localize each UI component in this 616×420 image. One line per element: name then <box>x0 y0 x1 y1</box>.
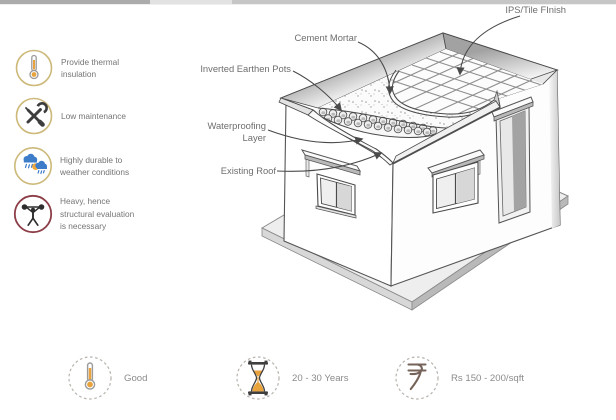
door <box>491 96 534 224</box>
arrow-cement <box>357 41 394 95</box>
benefit-text: Provide thermal insulation <box>61 56 119 81</box>
top-bar-segment <box>0 0 150 4</box>
hourglass-icon <box>236 356 280 400</box>
diagram-labels: IPS/Tile FInish Cement Mortar Inverted E… <box>200 4 566 176</box>
arrow-pots <box>292 70 342 112</box>
benefit-text: Highly durable to weather conditions <box>60 154 129 179</box>
thermometer-icon <box>68 356 112 400</box>
wall-corner-shade <box>549 70 560 229</box>
stat-lifespan: 20 - 30 Years <box>235 355 349 401</box>
benefit-line: Highly durable to <box>60 154 123 165</box>
label-ips-tile-finish: IPS/Tile FInish <box>505 4 566 15</box>
left-window <box>300 149 362 219</box>
benefit-line: Provide thermal <box>61 56 120 67</box>
right-window <box>427 149 485 214</box>
roof-assembly <box>278 32 559 166</box>
benefit-text: Low maintenance <box>61 110 126 123</box>
benefit-thermal: Provide thermal insulation <box>14 48 119 88</box>
arrow-ips <box>456 15 521 76</box>
label-cement-mortar: Cement Mortar <box>294 32 357 43</box>
weightlifter-icon <box>13 194 53 234</box>
tools-icon <box>15 97 53 135</box>
arrow-waterproofing <box>267 129 364 145</box>
stat-label: 20 - 30 Years <box>292 372 349 384</box>
benefit-line: Low maintenance <box>61 110 127 121</box>
label-existing-roof: Existing Roof <box>221 165 277 176</box>
window-sill <box>315 205 357 219</box>
label-waterproofing-layer: Layer <box>243 132 266 143</box>
benefit-line: weather conditions <box>60 167 130 177</box>
benefit-line: is necessary <box>60 221 107 232</box>
rupee-icon <box>395 356 439 400</box>
top-bar-segment <box>150 0 232 4</box>
benefit-line: structural evaluation <box>60 208 135 219</box>
arrow-existing-roof <box>276 152 383 172</box>
stat-label: Rs 150 - 200/sqft <box>451 372 525 384</box>
top-bar <box>0 0 616 6</box>
tile-grid <box>392 51 543 115</box>
benefit-maintenance: Low maintenance <box>14 96 126 136</box>
label-waterproofing: Waterproofing <box>207 120 266 131</box>
stat-thermal-rating: Good <box>67 355 147 401</box>
tile-finish-zone <box>392 49 543 115</box>
stat-label: Good <box>124 372 148 384</box>
benefit-durability: Highly durable to weather conditions <box>13 146 129 186</box>
weather-icon <box>13 146 53 186</box>
benefit-text: Heavy, hence structural evaluation is ne… <box>60 195 134 233</box>
top-bar-segment <box>232 0 616 4</box>
benefit-line: Heavy, hence <box>60 196 111 207</box>
top-bar-hairline <box>0 4 616 5</box>
benefit-weight: Heavy, hence structural evaluation is ne… <box>13 194 134 234</box>
earthen-pots-zone <box>316 107 447 138</box>
thermometer-icon <box>15 49 53 87</box>
stat-cost: Rs 150 - 200/sqft <box>394 355 524 401</box>
callout-arrows <box>267 15 521 172</box>
benefit-line: insulation <box>61 69 97 79</box>
label-inverted-earthen-pots: Inverted Earthen Pots <box>200 63 291 74</box>
